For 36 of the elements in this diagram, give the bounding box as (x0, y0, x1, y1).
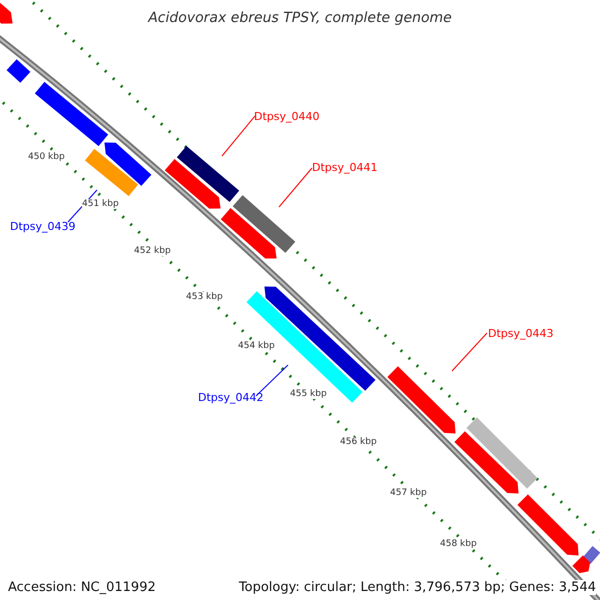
gene-bar (220, 208, 277, 258)
scale-label: 452 kbp (134, 246, 171, 256)
scale-label: 450 kbp (28, 152, 65, 162)
gene-label: Dtpsy_0441 (312, 161, 378, 174)
scale-label: 456 kbp (340, 437, 377, 447)
gene-bar (164, 159, 221, 209)
leader-line (222, 116, 256, 156)
leader-line (256, 364, 288, 396)
gene-bar (176, 146, 240, 202)
gene-bar (517, 494, 579, 556)
genome-title: Acidovorax ebreus TPSY, complete genome (146, 10, 453, 26)
gene-bar (466, 417, 538, 489)
gene-bar (232, 195, 296, 253)
gene-bar (6, 59, 30, 83)
gene-bar (387, 366, 456, 434)
leader-line (278, 168, 312, 208)
scale-label: 454 kbp (238, 341, 275, 351)
leader-line (452, 332, 488, 372)
accession-text: Accession: NC_011992 (8, 580, 156, 595)
gene-bar (0, 0, 13, 24)
gene-bar (454, 431, 519, 494)
scale-label: 455 kbp (290, 389, 327, 399)
scale-label: 451 kbp (82, 199, 119, 209)
gene-label: Dtpsy_0442 (198, 391, 264, 404)
genome-stats-text: Topology: circular; Length: 3,796,573 bp; Genes: 3,544 (238, 580, 596, 595)
gene-bar (104, 142, 152, 186)
gene-label: Dtpsy_0443 (488, 327, 554, 340)
gene-bar (34, 82, 108, 146)
scale-label: 453 kbp (186, 292, 223, 302)
scale-label: 458 kbp (440, 539, 477, 549)
gene-label: Dtpsy_0439 (10, 220, 76, 233)
gene-bar (582, 546, 600, 564)
gene-label: Dtpsy_0440 (254, 110, 320, 123)
scale-label: 457 kbp (390, 488, 427, 498)
gene-bar (572, 555, 590, 574)
gene-bar (84, 148, 138, 196)
